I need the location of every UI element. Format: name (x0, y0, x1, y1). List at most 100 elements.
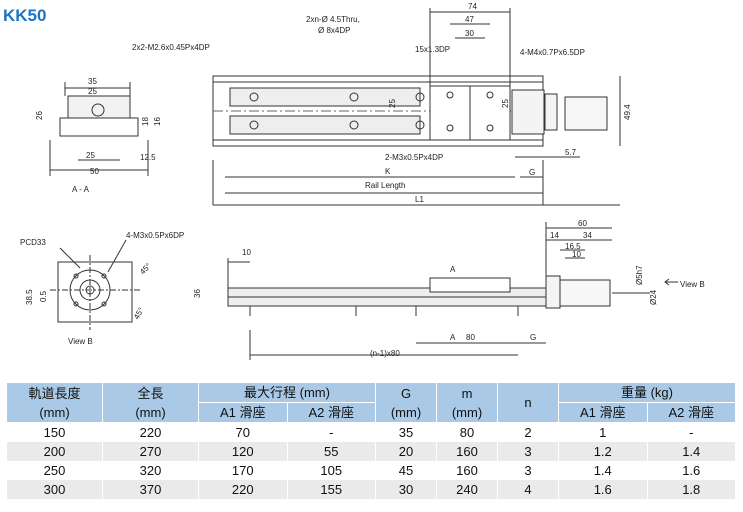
header-max-stroke: 最大行程 (mm) (198, 382, 376, 403)
header-weight: 重量 (kg) (558, 382, 736, 403)
dim-24: Ø24 (649, 289, 658, 305)
label-4m3: 4-M3x0.5Px6DP (126, 231, 184, 240)
header-n: n (497, 382, 559, 423)
header-m: m (mm) (436, 382, 498, 423)
table-cell: 1.8 (646, 480, 736, 499)
label-4m4: 4-M4x0.7Px6.5DP (520, 48, 585, 57)
label-2m3: 2-M3x0.5Px4DP (385, 153, 443, 162)
dim-shaft-5h7: Ø5h7 (635, 265, 644, 285)
motor-block (564, 96, 608, 131)
dim-rail-length: Rail Length (365, 181, 405, 190)
dim-5-7: 5.7 (565, 148, 577, 157)
header-stroke-a1: A1 滑座 (198, 402, 288, 423)
table-cell: 370 (102, 480, 199, 499)
table-cell: 20 (375, 442, 437, 461)
header-rail-length: 軌道長度 (mm) (6, 382, 103, 423)
top-view (212, 8, 621, 206)
label-15x13: 15x1.3DP (415, 45, 450, 54)
header-weight-a1: A1 滑座 (558, 402, 648, 423)
dim-10-right: 10 (572, 250, 581, 259)
table-cell: 120 (198, 442, 288, 461)
section-mark-a-bottom: A (450, 333, 456, 342)
table-cell: 3 (497, 442, 559, 461)
dim-g: G (529, 168, 535, 177)
dim-30: 30 (465, 29, 474, 38)
dim-25-left: 25 (388, 99, 397, 108)
table-cell: 80 (436, 422, 498, 442)
table-cell: 45 (375, 461, 437, 480)
dim-10-left: 10 (242, 248, 251, 257)
table-cell: 150 (6, 422, 103, 442)
table-cell: 1.6 (646, 461, 736, 480)
dim-14: 14 (550, 231, 559, 240)
section-a-a (49, 82, 149, 176)
section-mark-a-top: A (450, 265, 456, 274)
table-cell: 1 (558, 422, 648, 442)
dim-n-1-x80: (n-1)x80 (370, 349, 400, 358)
technical-drawing: 74 47 30 2xn-Ø 4.5Thru, Ø 8x4DP 15x1.3DP… (20, 2, 705, 360)
table-cell: 1.6 (558, 480, 648, 499)
label-2x2-m26: 2x2-M2.6x0.45Px4DP (132, 43, 210, 52)
dim-k: K (385, 167, 391, 176)
table-cell: 250 (6, 461, 103, 480)
section-label: A - A (72, 185, 90, 194)
view-b-end (50, 239, 140, 330)
table-cell: 105 (286, 461, 376, 480)
label-pcd33: PCD33 (20, 238, 46, 247)
dim-16: 16 (153, 117, 162, 126)
dim-g-side: G (530, 333, 536, 342)
dim-16-5: 16.5 (565, 242, 581, 251)
table-cell: 200 (6, 442, 103, 461)
table-cell: 220 (198, 480, 288, 499)
table-cell: - (286, 422, 376, 442)
table-cell: 1.4 (558, 461, 648, 480)
table-cell: 35 (375, 422, 437, 442)
spec-table: 軌道長度 (mm) 全長 (mm) 最大行程 (mm) G (mm) m (mm… (6, 382, 736, 499)
dim-45-bottom: 45° (132, 306, 146, 321)
dim-35: 35 (88, 77, 97, 86)
dim-60: 60 (578, 219, 587, 228)
table-cell: 155 (286, 480, 376, 499)
table-cell: 240 (436, 480, 498, 499)
table-cell: 320 (102, 461, 199, 480)
header-total-length: 全長 (mm) (102, 382, 199, 423)
dim-0-5: 0.5 (39, 290, 48, 302)
table-cell: 220 (102, 422, 199, 442)
dim-26: 26 (35, 111, 44, 120)
table-cell: 55 (286, 442, 376, 461)
dim-25-top: 25 (88, 87, 97, 96)
header-g: G (mm) (375, 382, 437, 423)
header-weight-a2: A2 滑座 (646, 402, 736, 423)
dim-12-5: 12.5 (140, 153, 156, 162)
dim-25-right: 25 (501, 99, 510, 108)
page-title: KK50 (3, 6, 47, 25)
table-cell: 2 (497, 422, 559, 442)
label-thru-holes: 2xn-Ø 4.5Thru, (306, 15, 360, 24)
side-view (227, 222, 650, 360)
dim-25-bottom: 25 (86, 151, 95, 160)
dim-80: 80 (466, 333, 475, 342)
table-cell: 1.4 (646, 442, 736, 461)
dim-47: 47 (465, 15, 474, 24)
table-cell: 70 (198, 422, 288, 442)
dim-74: 74 (468, 2, 477, 11)
table-cell: 1.2 (558, 442, 648, 461)
dim-45-top: 45° (138, 261, 153, 276)
table-cell: 270 (102, 442, 199, 461)
dim-18: 18 (141, 117, 150, 126)
table-cell: 30 (375, 480, 437, 499)
dim-50: 50 (90, 167, 99, 176)
view-b-arrow-label: View B (680, 280, 705, 289)
label-counterbore: Ø 8x4DP (318, 26, 350, 35)
table-cell: - (646, 422, 736, 442)
view-b-arrow-icon (664, 278, 678, 286)
dim-49-4: 49.4 (623, 104, 632, 120)
table-cell: 4 (497, 480, 559, 499)
dim-l1: L1 (415, 195, 424, 204)
view-b-label: View B (68, 337, 93, 346)
